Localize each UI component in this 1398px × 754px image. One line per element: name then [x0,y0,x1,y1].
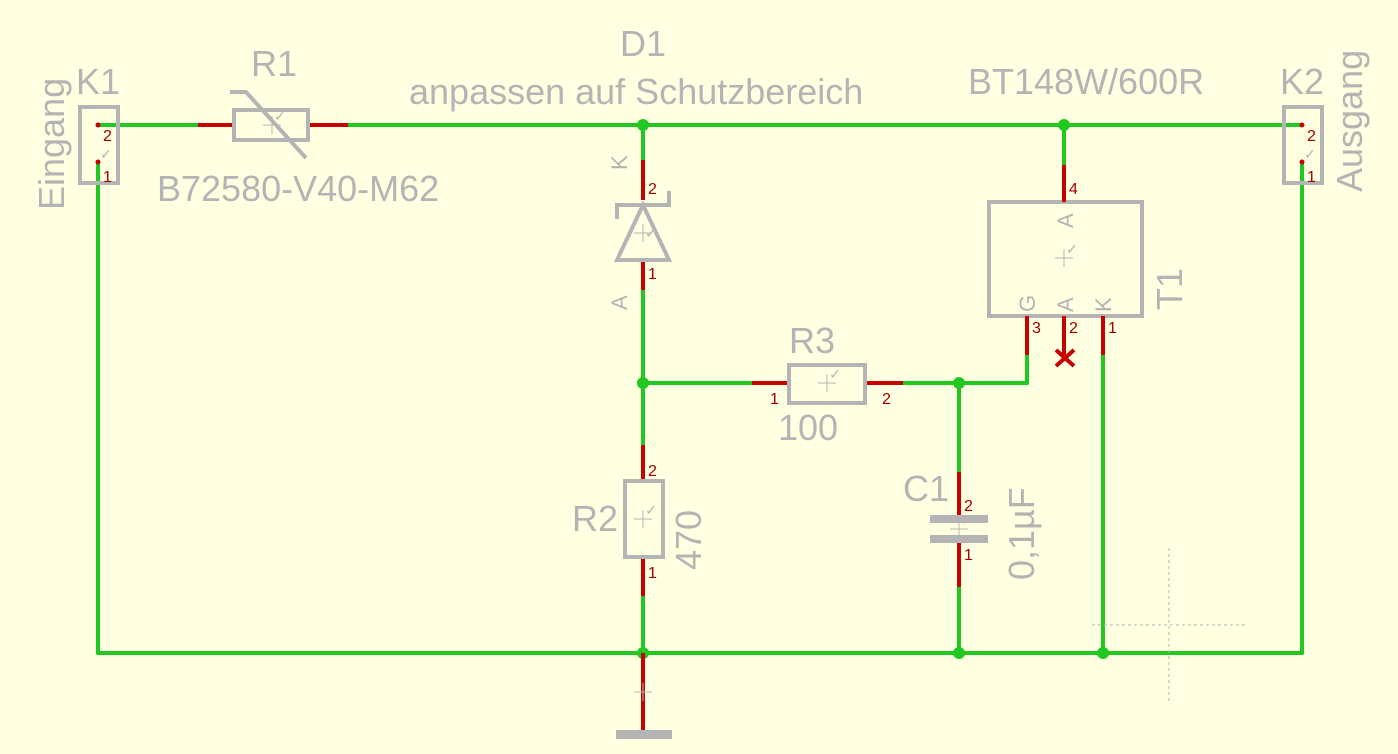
junction-dot [637,119,649,131]
k1-name: Eingang [31,78,72,210]
pin-dot [1299,159,1305,165]
check-icon: ✓ [961,512,973,528]
connector-k1-body [78,105,120,185]
d1-value: anpassen auf Schutzbereich [409,71,863,112]
r1-ref: R1 [251,43,297,84]
varistor-r1[interactable]: ✓ R1 B72580-V40-M62 [157,43,439,209]
r2-body [623,479,665,559]
check-icon: ✓ [100,146,112,162]
t1-pin-k: K [1091,297,1116,312]
t1-pin2: 2 [1069,320,1078,337]
junction-dot [953,647,965,659]
thyristor-t1[interactable]: ✓ A G A K 4 3 2 1 T1 BT148W/600R [968,61,1204,368]
check-icon: ✓ [645,502,657,518]
t1-pin-g: G [1015,295,1040,312]
t1-pin-a-top: A [1053,213,1078,228]
cursor-crosshair-icon [1092,548,1246,702]
t1-pin1: 1 [1108,320,1117,337]
r3-pin-right: 2 [882,391,891,408]
check-icon: ✓ [1066,241,1078,257]
check-icon: ✓ [274,108,286,124]
k1-pin-top: 2 [103,128,112,145]
varistor-slash-icon [230,90,308,160]
connector-k2[interactable]: 2 1 ✓ K2 Ausgang [1280,50,1370,192]
junction-dot [953,377,965,389]
junction-dot [1097,647,1109,659]
no-connect-icon [1054,348,1076,368]
t1-pin3: 3 [1032,320,1041,337]
d1-cathode-label: K [607,155,632,170]
t1-ref: T1 [1149,268,1190,310]
r1-value: B72580-V40-M62 [157,168,439,209]
diode-triangle-icon [613,200,673,262]
connector-k1[interactable]: 2 1 ✓ K1 Eingang [31,61,120,210]
r2-pin-bottom: 1 [648,565,657,582]
d1-ref: D1 [620,23,666,64]
k2-pin-top: 2 [1307,128,1316,145]
k2-pin-bottom: 1 [1307,169,1316,186]
d1-pin-bottom: 1 [648,266,657,283]
t1-value: BT148W/600R [968,61,1204,102]
ground-bar-icon [616,730,672,739]
k2-ref: K2 [1280,61,1324,102]
c1-pin-top: 2 [964,498,973,515]
resistor-r3[interactable]: ✓ 1 2 R3 100 [752,320,903,448]
junction-dot [1058,119,1070,131]
r2-ref: R2 [572,498,618,539]
c1-pin-bottom: 1 [964,547,973,564]
r3-pin-left: 1 [770,391,779,408]
c1-plate-bottom [930,535,988,543]
check-icon: ✓ [1304,146,1316,162]
junction-dot [637,377,649,389]
pin-dot [95,122,101,128]
k2-name: Ausgang [1329,50,1370,192]
t1-pin4: 4 [1069,181,1078,198]
c1-plate-top [930,515,988,523]
check-icon: ✓ [645,225,657,241]
r1-body [232,108,310,142]
k1-pin-bottom: 1 [103,169,112,186]
r3-body [787,363,867,405]
diode-cathode-bar-icon [615,191,671,219]
d1-pin-top: 2 [648,181,657,198]
r3-value: 100 [778,407,838,448]
c1-value: 0,1µF [1001,487,1042,580]
c1-ref: C1 [903,468,949,509]
r2-value: 470 [668,510,709,570]
r2-pin-top: 2 [648,463,657,480]
resistor-r2[interactable]: ✓ 2 1 R2 470 [572,445,709,596]
diode-d1[interactable]: ✓ 2 1 K A D1 anpassen auf Schutzbereich [409,23,863,310]
pin-dot [95,159,101,165]
ground-symbol[interactable] [616,653,672,739]
t1-pin-a-bottom: A [1053,297,1078,312]
pin-dot [1299,122,1305,128]
connector-k2-body [1282,105,1324,185]
capacitor-c1[interactable]: ✓ 2 1 C1 0,1µF [903,468,1042,587]
k1-ref: K1 [76,61,120,102]
d1-anode-label: A [607,295,632,310]
check-icon: ✓ [829,366,841,382]
r3-ref: R3 [789,320,835,361]
